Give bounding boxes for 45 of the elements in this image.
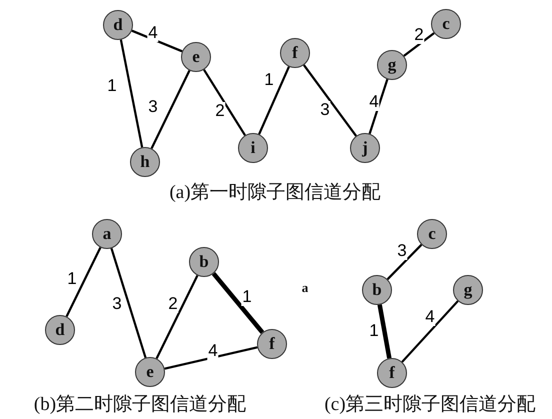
edge-line xyxy=(150,70,190,149)
edge-line xyxy=(258,66,290,135)
edge-line xyxy=(156,274,198,360)
edge-line xyxy=(386,244,422,280)
edge-label: 1 xyxy=(241,288,253,306)
edge-line xyxy=(401,300,459,363)
edge-line xyxy=(212,272,264,334)
graph-node: j xyxy=(350,133,380,163)
graph-node: c xyxy=(431,9,461,39)
subfigure-caption: (a)第一时隙子图信道分配 xyxy=(169,181,381,205)
edge-label: 2 xyxy=(167,295,179,313)
edge-label: 4 xyxy=(147,24,159,42)
edge-line xyxy=(131,30,183,52)
graph-node: e xyxy=(181,42,211,72)
graph-node: f xyxy=(280,38,310,68)
graph-node: f xyxy=(377,358,407,388)
subfigure-caption: (b)第二时隙子图信道分配 xyxy=(34,393,246,417)
edge-label: 4 xyxy=(207,342,219,360)
edge-label: 2 xyxy=(413,26,425,44)
graph-node: a xyxy=(92,219,122,249)
graph-node: d xyxy=(45,315,75,345)
edge-line xyxy=(203,69,246,136)
edge-line xyxy=(368,78,388,134)
edge-line xyxy=(164,346,258,370)
graph-node: g xyxy=(453,275,483,305)
graph-node: g xyxy=(377,50,407,80)
stray-label: a xyxy=(302,280,308,296)
edge-label: 4 xyxy=(424,308,436,326)
graph-node: b xyxy=(189,247,219,277)
graph-node: i xyxy=(238,133,268,163)
graph-node: f xyxy=(257,329,287,359)
graph-node: c xyxy=(417,219,447,249)
graph-node: d xyxy=(103,10,133,40)
graph-node: e xyxy=(135,357,165,387)
edge-line xyxy=(66,246,102,318)
edge-line xyxy=(377,304,392,359)
graph-node: b xyxy=(362,275,392,305)
edge-line xyxy=(110,248,147,358)
subfigure-caption: (c)第三时隙子图信道分配 xyxy=(324,393,536,417)
edge-label: 4 xyxy=(368,93,380,111)
edge-line xyxy=(303,64,357,137)
edge-line xyxy=(403,32,435,57)
edge-label: 3 xyxy=(396,242,408,260)
graph-node: h xyxy=(130,147,160,177)
edge-line xyxy=(120,40,144,148)
